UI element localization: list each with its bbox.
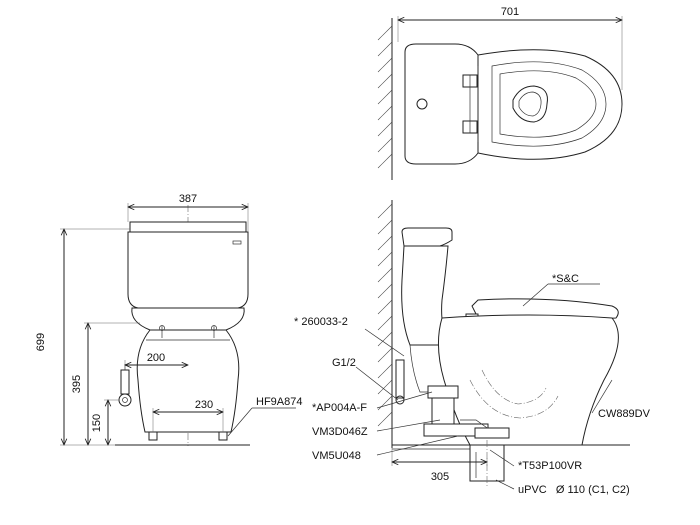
label-angle-valve: * 260033-2: [294, 316, 348, 328]
label-part-vm3: VM3D046Z: [312, 426, 368, 438]
label-flange: *T53P100VR: [518, 460, 582, 472]
side-view: 305 *S&C * 260033-2 G1/2 *AP004A-F VM3D0…: [294, 200, 651, 496]
top-view-wall-hatch: [377, 25, 393, 169]
dim-outlet-height: 150: [91, 414, 103, 432]
dim-inlet-offset: 200: [147, 352, 165, 364]
dim-rough-in: 305: [431, 471, 449, 483]
dim-top-width: 701: [501, 6, 519, 18]
side-view-wall-hatch: [377, 203, 393, 427]
label-pipe: uPVC Ø 110 (C1, C2): [518, 484, 630, 496]
front-angle-valve: [118, 364, 132, 407]
label-front-fitting: HF9A874: [256, 396, 302, 408]
label-fill-part: *AP004A-F: [312, 402, 367, 414]
label-thread: G1/2: [332, 357, 356, 369]
front-view: 387 699 395 150 200 230 HF9A874: [35, 193, 302, 446]
dim-front-width: 387: [179, 193, 197, 205]
label-part-vm5: VM5U048: [312, 450, 361, 462]
flush-button-icon: [416, 98, 428, 110]
label-bowl: CW889DV: [598, 408, 651, 420]
dim-inlet-height: 395: [71, 375, 83, 393]
dim-front-height: 699: [35, 333, 47, 351]
top-view: 701: [377, 6, 622, 180]
label-seat: *S&C: [552, 273, 579, 285]
dim-bolt-spacing: 230: [195, 399, 213, 411]
